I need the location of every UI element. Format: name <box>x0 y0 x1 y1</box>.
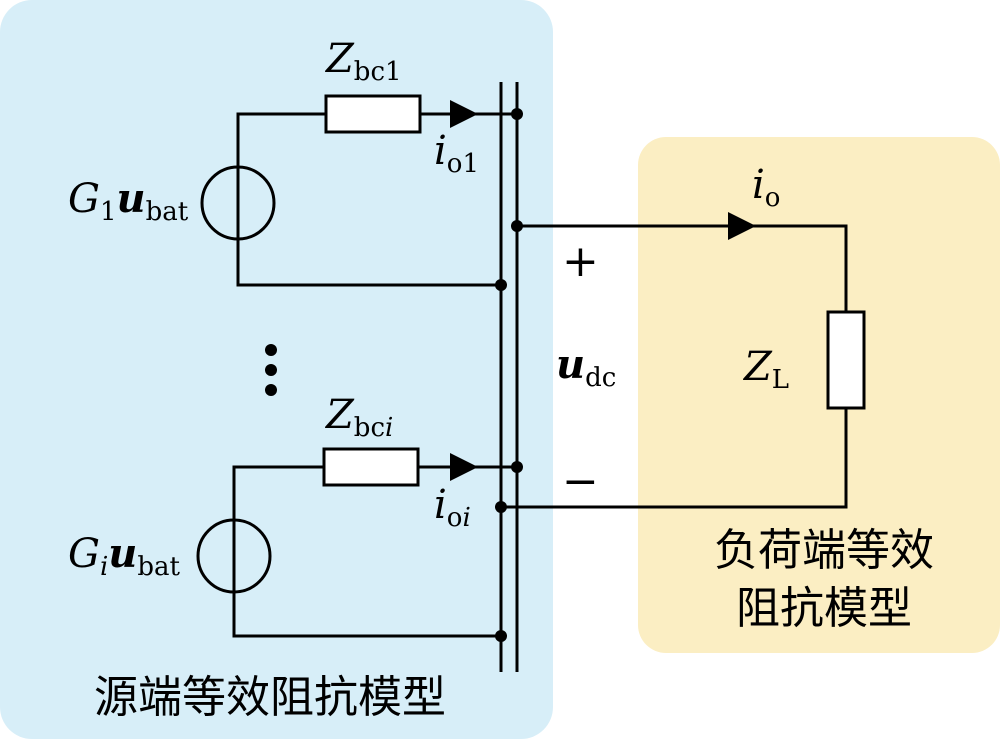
junction-dot <box>511 461 523 473</box>
source-panel-title: 源端等效阻抗模型 <box>94 672 446 723</box>
zbci-resistor <box>322 447 420 487</box>
g1-source-circle <box>200 165 276 241</box>
zbci-label: Zbci <box>324 392 393 443</box>
udc-label: udc <box>556 341 616 393</box>
junction-dot <box>495 630 507 642</box>
zl-label: ZL <box>742 344 789 395</box>
ioi-arrow <box>450 453 478 481</box>
zl-resistor <box>826 310 866 410</box>
load-top-wire <box>517 224 848 312</box>
ellipsis-dot <box>265 364 277 376</box>
ellipsis-dot <box>265 384 277 396</box>
g1-ubat-label: G1ubat <box>68 175 189 227</box>
io-arrow <box>728 212 756 240</box>
junction-dot <box>511 108 523 120</box>
io-label: io <box>752 162 780 213</box>
load-panel-title-line1: 负荷端等效 <box>714 525 934 576</box>
load-panel-title-line2: 阻抗模型 <box>736 583 912 634</box>
ellipsis-dot <box>265 344 277 356</box>
junction-dot <box>495 501 507 513</box>
junction-dot <box>495 279 507 291</box>
io1-label: io1 <box>434 128 479 179</box>
zbc1-label: Zbc1 <box>324 36 402 87</box>
junction-dot <box>511 220 523 232</box>
gi-source-circle <box>196 518 272 594</box>
load-panel <box>638 137 1000 653</box>
source1-wire <box>236 112 501 287</box>
io1-arrow <box>450 100 478 128</box>
zbc1-resistor <box>324 94 422 134</box>
plus-sign: + <box>562 236 599 287</box>
ioi-label: ioi <box>434 482 471 533</box>
minus-sign: − <box>562 456 599 507</box>
gi-ubat-label: Giubat <box>68 530 181 582</box>
load-bottom-wire <box>501 408 848 509</box>
sourcei-wire <box>232 465 501 638</box>
